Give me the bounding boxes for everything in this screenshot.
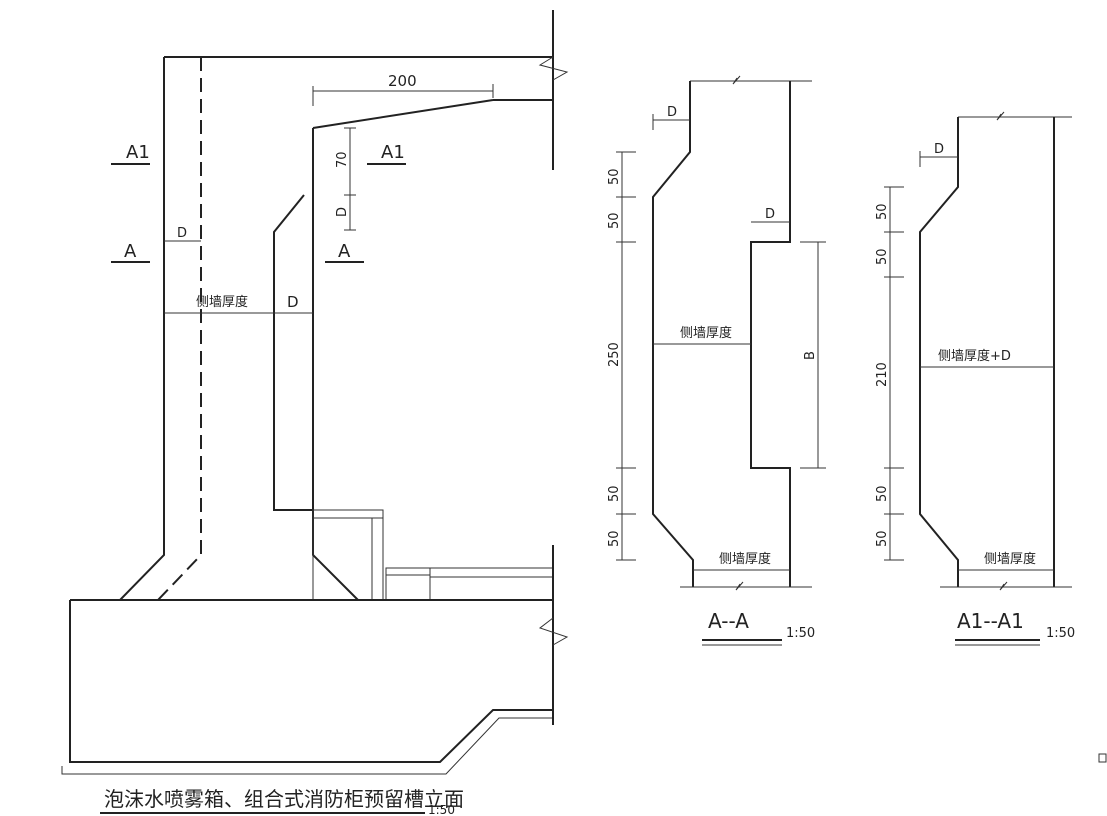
outer-wall-line xyxy=(119,57,165,601)
section-a1-dim-50-2: 50 xyxy=(875,248,890,265)
niche-recess-line xyxy=(273,194,313,511)
section-a-view: D D 50 50 250 50 50 B 侧墙厚度 侧墙厚度 A--A 1:5… xyxy=(607,75,826,646)
dim-d-vertical-label: D xyxy=(335,207,350,217)
section-a-left-outline xyxy=(652,81,694,587)
section-a-wall-thickness-bottom-label: 侧墙厚度 xyxy=(719,551,771,567)
section-a-break-top xyxy=(732,75,741,85)
section-a-dim-50-2: 50 xyxy=(607,212,622,229)
section-a-right-outline xyxy=(750,81,791,587)
section-a1-scale: 1:50 xyxy=(1046,626,1075,641)
section-a-dim-b: B xyxy=(803,351,818,360)
wall-thickness-label: 侧墙厚度 xyxy=(196,294,248,310)
section-mark-a1-left: A1 xyxy=(126,142,150,163)
section-a-dim-50-1: 50 xyxy=(607,168,622,185)
foundation-outline xyxy=(69,600,553,763)
section-mark-a1-right: A1 xyxy=(381,142,405,163)
section-a1-break-top xyxy=(996,111,1005,121)
section-a-dim-50-3: 50 xyxy=(607,485,622,502)
dim-d-left-label: D xyxy=(177,226,187,241)
section-a-dim-250: 250 xyxy=(607,342,622,367)
section-mark-a-right: A xyxy=(338,241,351,262)
elevation-title: 泡沫水喷雾箱、组合式消防柜预留槽立面 xyxy=(104,787,464,811)
section-a-dim-50-4: 50 xyxy=(607,530,622,547)
section-a-dim-d-recess: D xyxy=(765,207,775,222)
equipment-base xyxy=(385,567,431,601)
section-a1-dim-d-top: D xyxy=(934,142,944,157)
foundation-base-line xyxy=(61,717,553,775)
dim-70-label: 70 xyxy=(335,151,350,168)
section-a1-dim-50-4: 50 xyxy=(875,530,890,547)
section-a1-left-outline xyxy=(919,117,959,587)
elevation-view: A1 A1 A A 200 70 D D 侧墙厚度 D 泡沫水喷雾箱、组合式消防… xyxy=(61,10,569,816)
dim-200-label: 200 xyxy=(388,72,417,90)
section-a1-wall-thickness-plus-d: 侧墙厚度+D xyxy=(938,348,1011,364)
section-mark-a-left: A xyxy=(124,241,137,262)
section-a1-dim-210: 210 xyxy=(875,362,890,387)
section-a-wall-thickness-label: 侧墙厚度 xyxy=(680,325,732,341)
break-symbol-top xyxy=(538,56,569,81)
break-symbol-bottom xyxy=(538,617,569,646)
section-a1-break-bottom xyxy=(999,581,1008,591)
niche-right-line xyxy=(312,128,359,601)
section-a-scale: 1:50 xyxy=(786,626,815,641)
margin-mark xyxy=(1098,753,1107,763)
section-a-dim-d-top: D xyxy=(667,105,677,120)
section-a1-wall-thickness-bottom-label: 侧墙厚度 xyxy=(984,551,1036,567)
section-a1-view: D 50 50 210 50 50 侧墙厚度+D 侧墙厚度 A1--A1 1:5… xyxy=(875,111,1075,646)
slab-underside-line xyxy=(312,99,494,129)
elevation-scale: 1:50 xyxy=(428,803,455,816)
section-a-title: A--A xyxy=(708,609,749,633)
section-a1-dim-50-3: 50 xyxy=(875,485,890,502)
dim-d-right-label: D xyxy=(287,293,299,311)
section-a1-dim-50-1: 50 xyxy=(875,203,890,220)
section-a1-title: A1--A1 xyxy=(957,609,1024,633)
section-a-break-bottom xyxy=(735,581,744,591)
